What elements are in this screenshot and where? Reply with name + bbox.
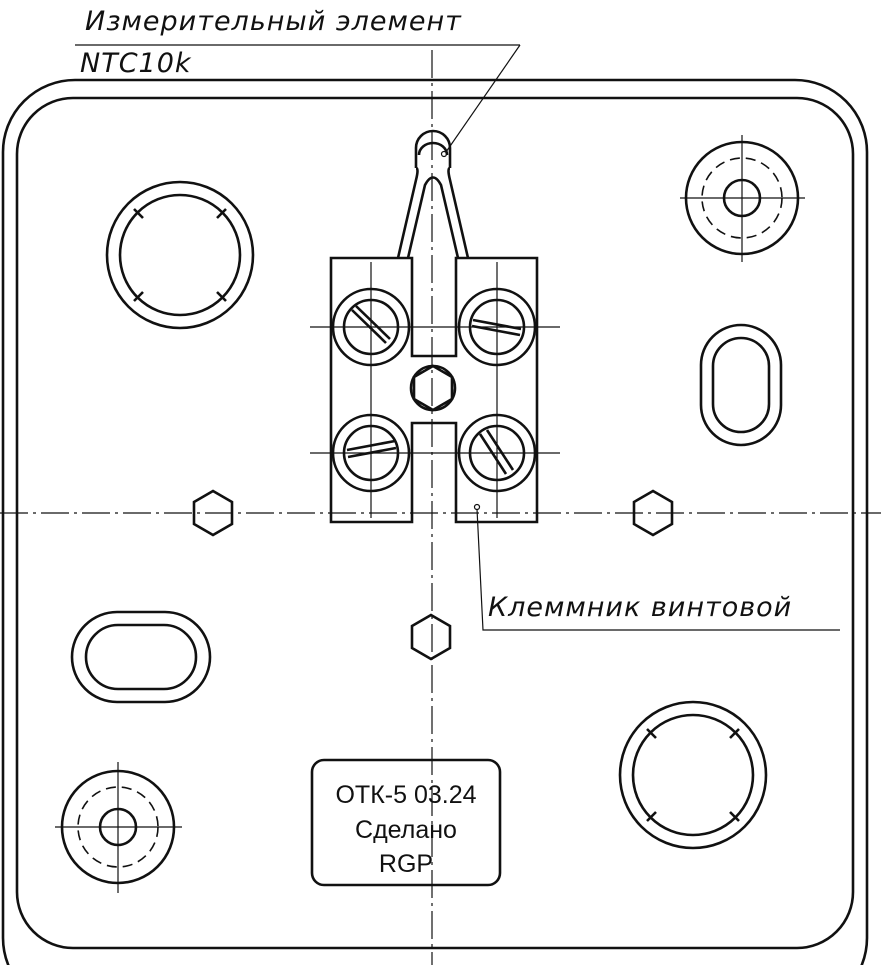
terminal-screw <box>331 413 411 493</box>
terminal-screw <box>457 287 537 367</box>
cable-gland-bottom-right <box>618 700 768 850</box>
mounting-hole-top-right <box>680 135 805 262</box>
hex-boss-right <box>632 489 674 537</box>
sensor-title-label: Измерительный элемент <box>85 6 462 37</box>
terminal-block <box>310 256 560 524</box>
housing-inner-edge <box>15 96 855 950</box>
cable-gland-top-left <box>105 180 255 330</box>
terminal-callout: Клеммник винтовой <box>476 508 840 631</box>
mounting-hole-bottom-left <box>55 762 182 893</box>
sensor-callout: Измерительный элемент NTC10k <box>75 6 521 153</box>
stamp-line-3: RGP <box>379 850 433 878</box>
stamp-line-2: Сделано <box>355 816 457 844</box>
terminal-label: Клеммник винтовой <box>488 592 792 623</box>
stamp-line-1: ОТК-5 03.24 <box>335 781 476 809</box>
slot-right <box>699 323 783 447</box>
hex-boss-bottom <box>410 613 452 661</box>
terminal-screw <box>331 287 411 367</box>
housing-outer-edge <box>1 78 869 965</box>
ntc-sensor <box>396 129 470 259</box>
hex-boss-left <box>192 489 234 537</box>
slot-left <box>70 610 212 704</box>
terminal-screw <box>457 413 537 493</box>
inspection-stamp: ОТК-5 03.24 Сделано RGP <box>310 758 502 887</box>
sensor-type-label: NTC10k <box>80 48 192 79</box>
